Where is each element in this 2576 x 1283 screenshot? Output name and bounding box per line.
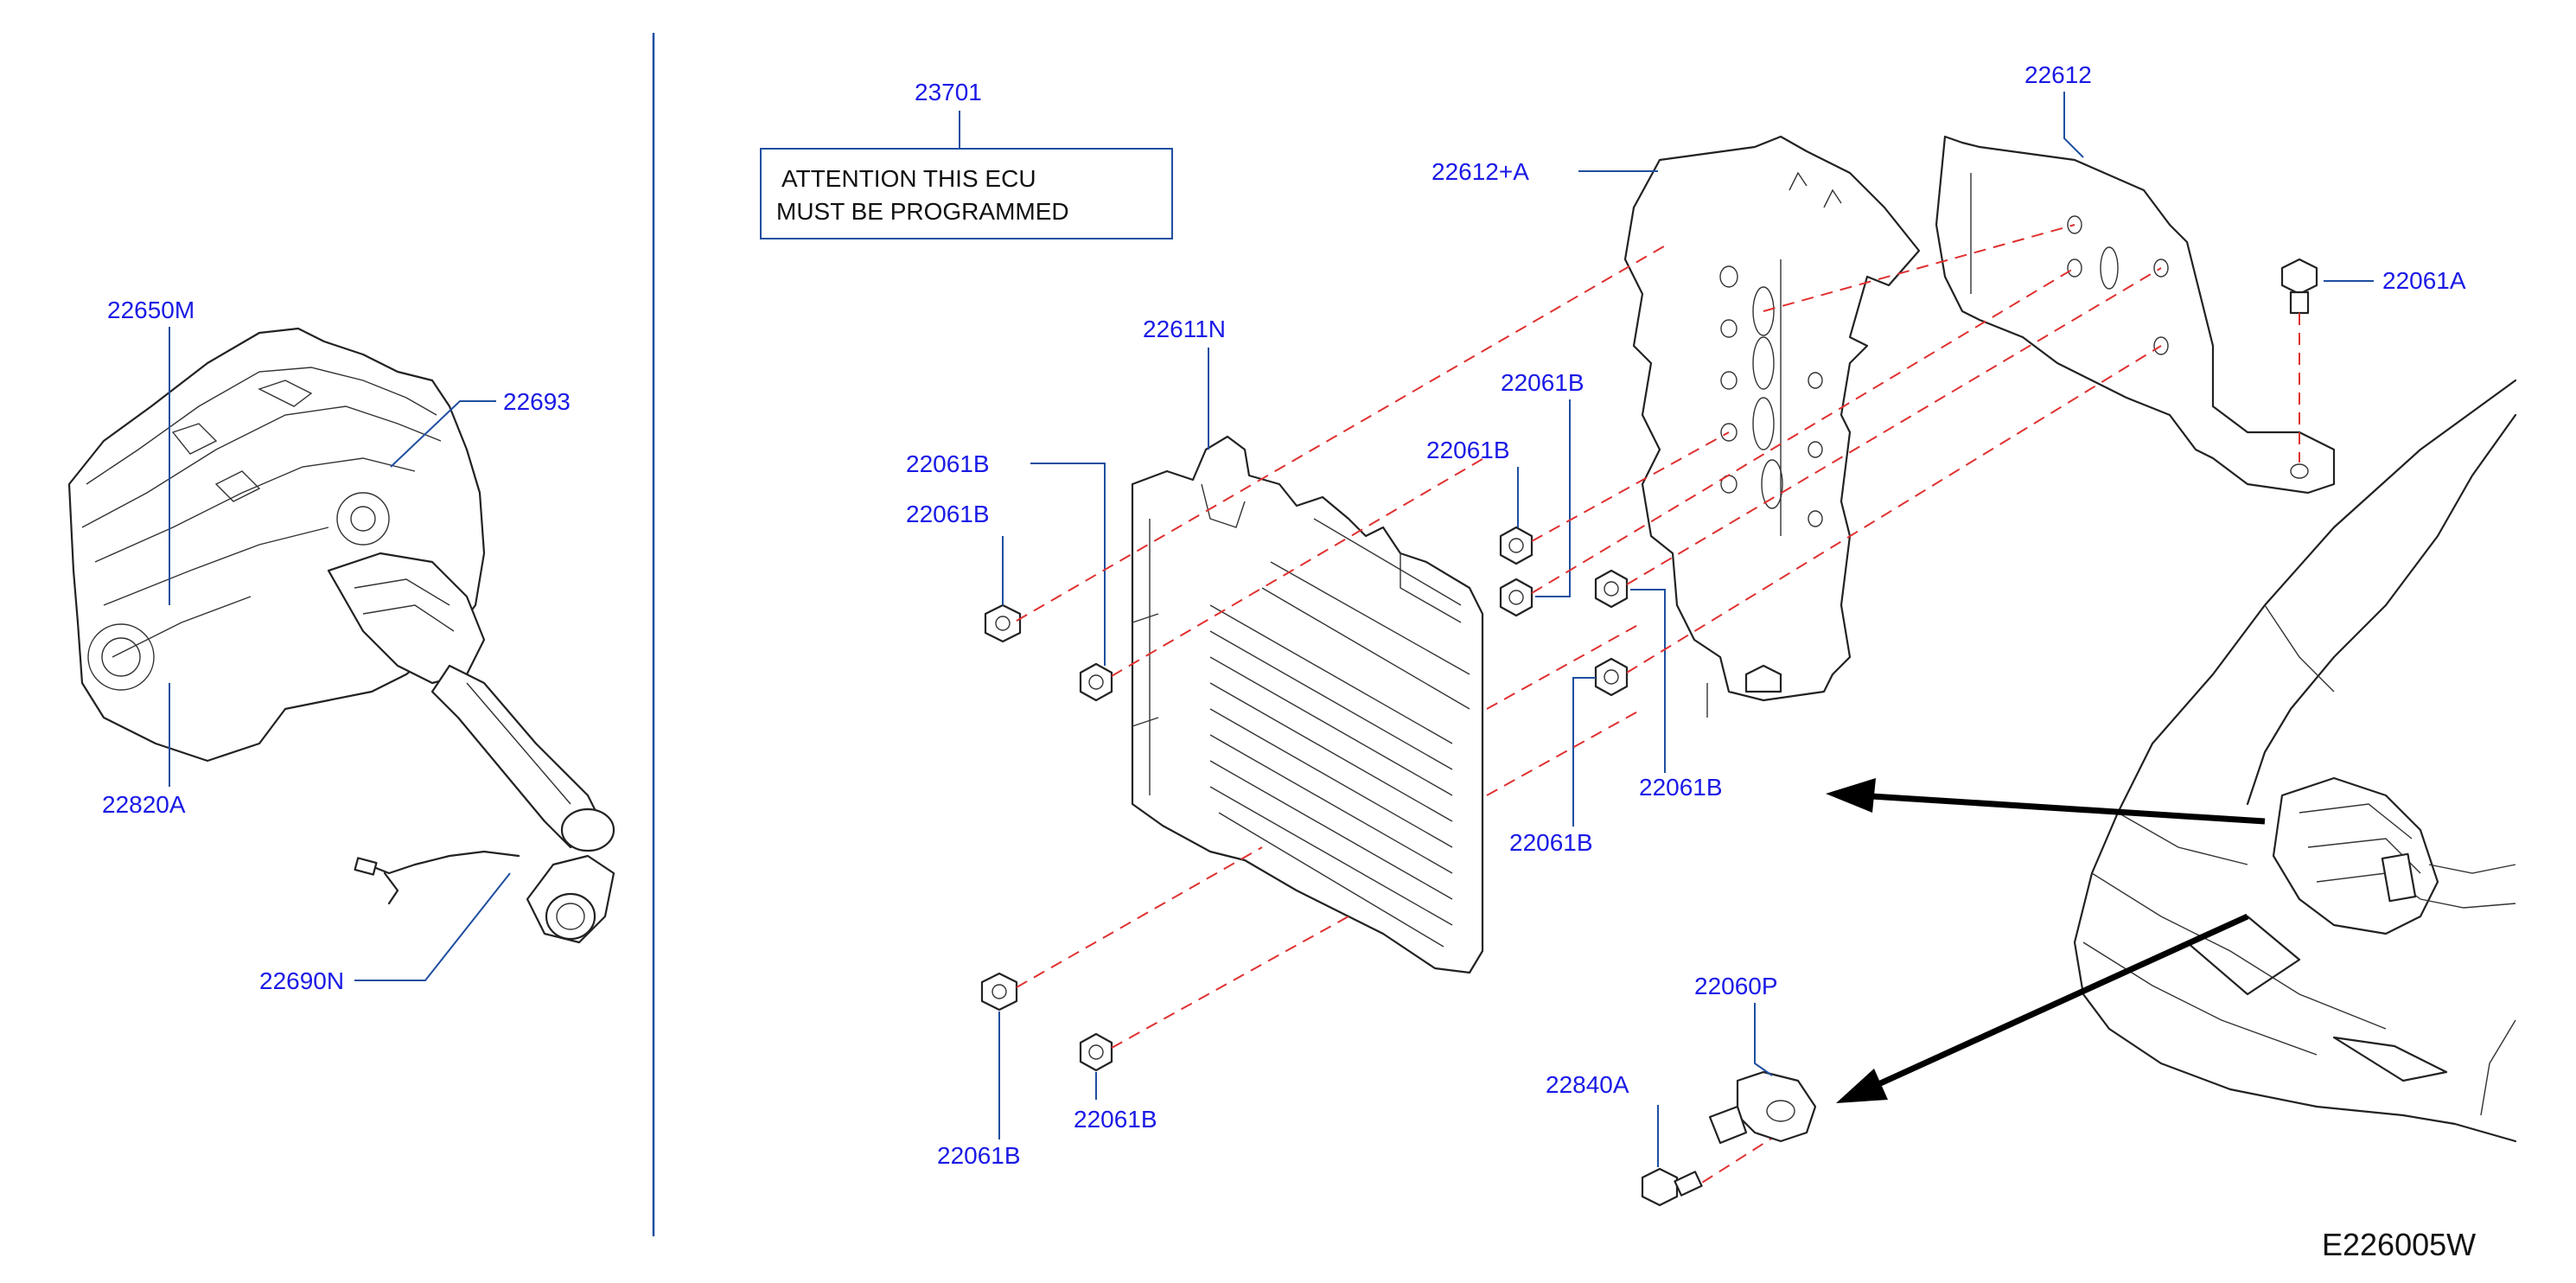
- nut-icon-6[interactable]: [1594, 657, 1629, 697]
- ecu-module-icon[interactable]: [1131, 435, 1484, 974]
- vehicle-front-icon[interactable]: [2073, 379, 2517, 1143]
- alignment-lines: [1016, 224, 2300, 1194]
- nut-icon-5[interactable]: [1594, 569, 1629, 609]
- leader-22061B-1: [1030, 463, 1106, 666]
- bracket-icon[interactable]: [1623, 135, 1921, 718]
- bracket-rear-icon[interactable]: [1935, 135, 2336, 495]
- nut-icon-8[interactable]: [1079, 1032, 1113, 1072]
- label-22690N: 22690N: [259, 967, 344, 994]
- label-22061B-2: 22061B: [906, 501, 990, 527]
- label-23701: 23701: [915, 79, 982, 105]
- label-22840A: 22840A: [1546, 1071, 1629, 1098]
- label-22693: 22693: [503, 388, 571, 415]
- nut-icon-2[interactable]: [1079, 662, 1113, 702]
- note-line-2: MUST BE PROGRAMMED: [776, 198, 1069, 225]
- label-22650M: 22650M: [107, 297, 194, 323]
- label-22061B-7: 22061B: [937, 1142, 1021, 1169]
- diagram-code: E226005W: [2322, 1227, 2476, 1262]
- nut-icon-4[interactable]: [1499, 578, 1533, 617]
- leader-22060P: [1754, 1003, 1773, 1076]
- label-22612: 22612: [2024, 61, 2092, 88]
- label-22061B-8: 22061B: [1074, 1106, 1157, 1133]
- engine-assembly-icon[interactable]: [67, 327, 615, 944]
- leader-22690N: [354, 872, 511, 981]
- note-box: [760, 148, 1173, 239]
- leader-22693: [390, 400, 496, 468]
- bolt-icon[interactable]: [2280, 258, 2318, 315]
- label-22061B-4: 22061B: [1426, 437, 1510, 463]
- label-22612A: 22612+A: [1431, 158, 1529, 185]
- leader-22061B-5: [1630, 589, 1666, 773]
- label-22061B-1: 22061B: [906, 450, 990, 477]
- leader-22612: [2063, 92, 2084, 158]
- label-22060P: 22060P: [1694, 973, 1778, 999]
- sensor-icon[interactable]: [1708, 1070, 1817, 1145]
- label-22061B-6: 22061B: [1509, 829, 1593, 856]
- nut-icon-7[interactable]: [980, 972, 1018, 1012]
- nut-icon-1[interactable]: [984, 603, 1022, 643]
- label-22061A: 22061A: [2382, 267, 2466, 294]
- bolt-icon-2[interactable]: [1641, 1167, 1703, 1207]
- label-22820A: 22820A: [102, 791, 186, 818]
- arrow-to-ecu: [1826, 778, 2266, 825]
- label-22061B-5: 22061B: [1639, 774, 1723, 801]
- leader-22061B-6: [1572, 677, 1596, 827]
- label-22611N: 22611N: [1143, 316, 1226, 342]
- nut-icon-3[interactable]: [1499, 526, 1533, 565]
- note-line-1: ATTENTION THIS ECU: [781, 165, 1036, 192]
- leader-22061B-3: [1535, 399, 1571, 597]
- arrow-to-sensor: [1836, 913, 2249, 1103]
- label-22061B-3: 22061B: [1501, 369, 1584, 396]
